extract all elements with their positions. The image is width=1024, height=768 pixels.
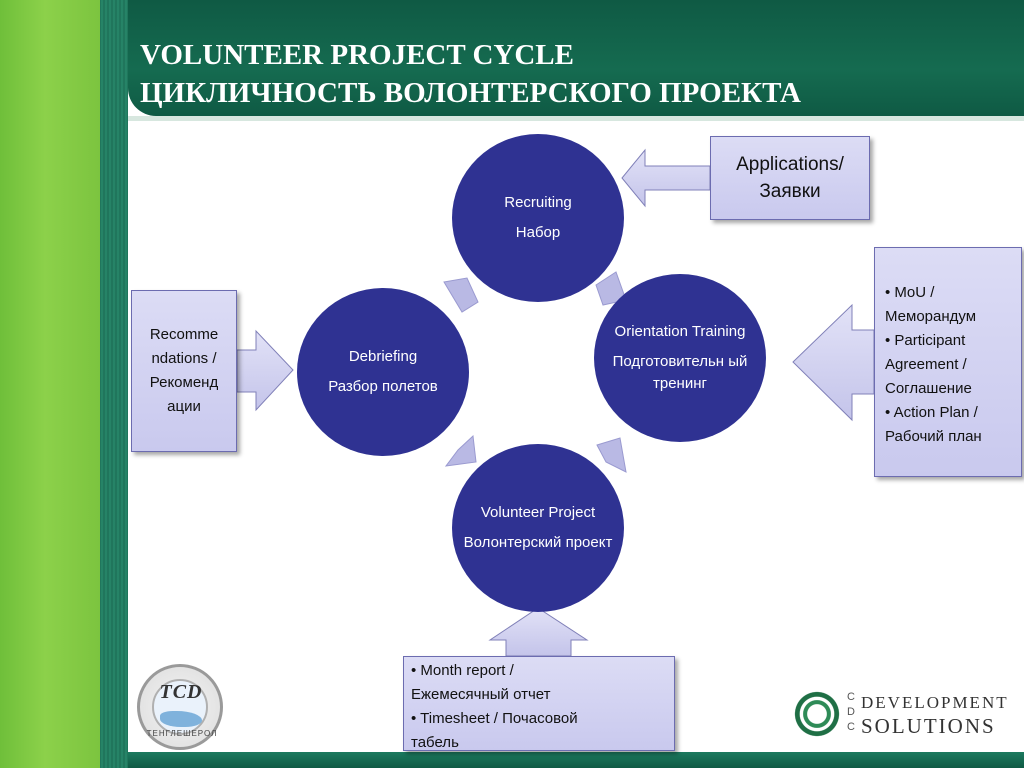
recommendations-line-3: Рекоменд [149, 374, 219, 391]
tcd-ring-text: ТЕНГЛЕШЕРОЛ [146, 729, 218, 738]
bottom-bar [128, 752, 1024, 768]
debriefing-label-en: Debriefing [348, 348, 418, 365]
applications-line-1: Applications/ [736, 154, 844, 175]
recommendations-line-2: ndations / [151, 350, 217, 367]
title-line-ru: ЦИКЛИЧНОСТЬ ВОЛОНТЕРСКОГО ПРОЕКТА [140, 77, 801, 109]
cycle-arrow-to-debriefing [444, 434, 477, 467]
agreements-line: • MoU / [885, 284, 935, 301]
arrow-recommendations [236, 329, 294, 412]
reports-line: Ежемесячный отчет [411, 686, 551, 703]
cdc-logo: C D C DEVELOPMENT SOLUTIONS [793, 690, 1007, 742]
arrow-agreements [792, 303, 875, 422]
agreements-line: Соглашение [885, 380, 972, 397]
cycle-node-debriefing: Debriefing Разбор полетов [297, 288, 469, 456]
reports-line: • Timesheet / Почасовой [411, 710, 578, 727]
title-header [128, 0, 1024, 116]
arrow-reports [488, 607, 589, 657]
agreements-line: Рабочий план [885, 428, 982, 445]
applications-line-2: Заявки [759, 181, 821, 202]
arrow-applications [621, 148, 711, 208]
debriefing-label-ru: Разбор полетов [328, 378, 438, 395]
title-line-en: VOLUNTEER PROJECT CYCLE [140, 39, 574, 71]
cycle-node-recruiting: Recruiting Набор [452, 134, 624, 302]
left-texture-stripe [100, 0, 128, 768]
agreements-line: Меморандум [885, 308, 977, 325]
cdc-letter: D [847, 706, 855, 718]
recruiting-label-ru: Набор [515, 224, 561, 241]
header-divider [128, 116, 1024, 121]
project-label-ru: Волонтерский проект [463, 534, 613, 551]
orientation-label-en: Orientation Training [614, 323, 746, 340]
cycle-node-project: Volunteer Project Волонтерский проект [452, 444, 624, 612]
agreements-line: Agreement / [885, 356, 967, 373]
reports-line: табель [411, 734, 459, 751]
cdc-ring-icon [793, 690, 841, 738]
recommendations-line-4: ации [167, 398, 201, 415]
recruiting-label-en: Recruiting [504, 194, 572, 211]
cycle-node-orientation: Orientation Training Подготовительн ый т… [594, 274, 766, 442]
agreements-box: • MoU / Меморандум • Participant Agreeme… [874, 247, 1022, 477]
applications-box: Applications/ Заявки [710, 136, 870, 220]
recommendations-line-1: Recomme [149, 326, 219, 343]
tcd-logo: TCD ТЕНГЛЕШЕРОЛ [137, 664, 223, 750]
cdc-letter: C [847, 691, 855, 703]
orientation-label-ru: Подготовительн ый тренинг [612, 353, 748, 392]
slide-title: VOLUNTEER PROJECT CYCLE ЦИКЛИЧНОСТЬ ВОЛО… [140, 36, 801, 112]
agreements-line: • Participant [885, 332, 966, 349]
agreements-line: • Action Plan / [885, 404, 978, 421]
tcd-logo-text: TCD [159, 681, 203, 703]
recommendations-box: Recomme ndations / Рекоменд ации [131, 290, 237, 452]
cdc-word-development: DEVELOPMENT [861, 693, 1009, 712]
left-green-stripe [0, 0, 100, 768]
cdc-letter: C [847, 721, 855, 733]
reports-box: • Month report / Ежемесячный отчет • Tim… [403, 656, 675, 751]
cdc-letters: C D C [847, 690, 857, 735]
project-label-en: Volunteer Project [480, 504, 596, 521]
cdc-word-solutions: SOLUTIONS [861, 714, 996, 738]
tcd-map-icon [160, 711, 202, 727]
cycle-arrow-to-recruiting [443, 277, 479, 313]
cycle-arrow-to-project [596, 437, 627, 473]
reports-line: • Month report / [411, 662, 514, 679]
